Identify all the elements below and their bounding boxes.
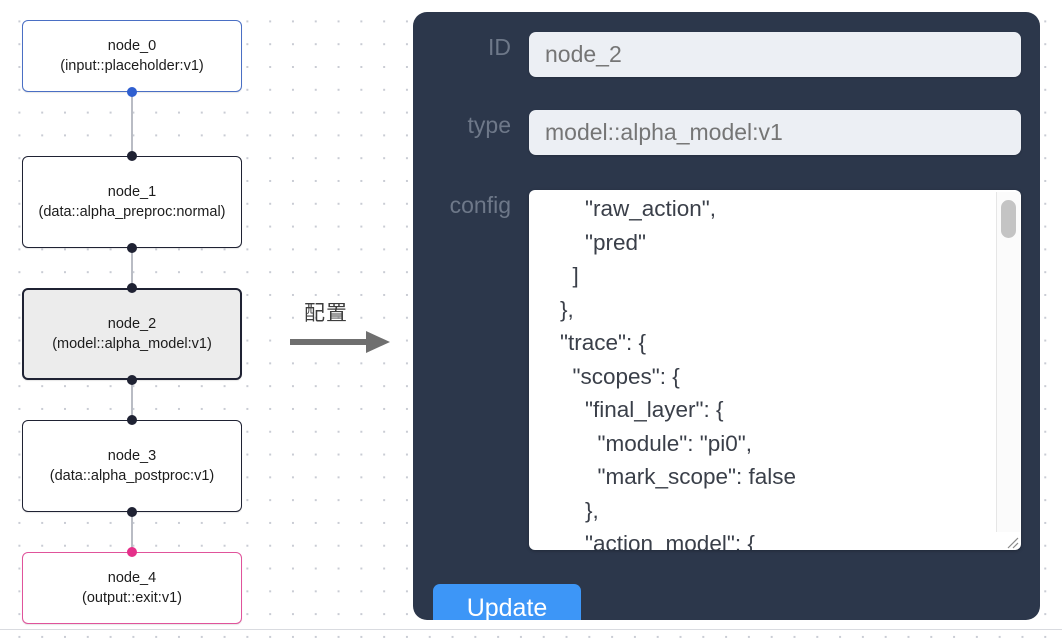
node-label: node_2 (model::alpha_model:v1) <box>52 316 212 352</box>
field-row-config: config <box>425 190 1035 550</box>
node-label: node_0 (input::placeholder:v1) <box>60 38 204 74</box>
graph-node-node_4[interactable]: node_4 (output::exit:v1) <box>22 552 242 624</box>
update-button[interactable]: Update <box>433 584 581 620</box>
node-handle-node_3-target[interactable] <box>127 415 137 425</box>
node-config-panel: ID type config Update <box>413 12 1040 620</box>
config-scrollbar-thumb[interactable] <box>1001 200 1016 238</box>
edge-node1-node2 <box>131 244 133 292</box>
annotation-arrow-group: 配置 <box>290 297 395 359</box>
id-input[interactable] <box>529 32 1021 77</box>
graph-node-node_0[interactable]: node_0 (input::placeholder:v1) <box>22 20 242 92</box>
arrow-right-icon <box>290 331 390 353</box>
node-label: node_3 (data::alpha_postproc:v1) <box>49 448 215 484</box>
edge-node2-node3 <box>131 376 133 424</box>
field-row-id: ID <box>425 32 1035 77</box>
config-textarea[interactable] <box>529 190 995 550</box>
node-handle-node_2-source[interactable] <box>127 375 137 385</box>
field-label-id: ID <box>488 34 511 60</box>
node-label: node_1 (data::alpha_preproc:normal) <box>38 184 226 220</box>
config-textarea-wrapper <box>529 190 1021 550</box>
edge-node3-node4 <box>131 508 133 556</box>
field-row-type: type <box>425 110 1035 155</box>
graph-node-node_1[interactable]: node_1 (data::alpha_preproc:normal) <box>22 156 242 248</box>
resize-grip-icon[interactable] <box>1003 533 1019 549</box>
annotation-arrow-label: 配置 <box>304 301 348 325</box>
type-input[interactable] <box>529 110 1021 155</box>
node-handle-node_1-target[interactable] <box>127 151 137 161</box>
node-handle-node_4-target[interactable] <box>127 547 137 557</box>
node-handle-node_2-target[interactable] <box>127 283 137 293</box>
bottom-divider <box>0 629 1062 630</box>
graph-node-node_2[interactable]: node_2 (model::alpha_model:v1) <box>22 288 242 380</box>
node-label: node_4 (output::exit:v1) <box>82 570 182 606</box>
node-handle-node_0-source[interactable] <box>127 87 137 97</box>
field-label-type: type <box>467 112 511 138</box>
edge-node0-node1 <box>131 88 133 160</box>
graph-node-node_3[interactable]: node_3 (data::alpha_postproc:v1) <box>22 420 242 512</box>
config-scrollbar-track[interactable] <box>996 192 1020 532</box>
field-label-config: config <box>449 192 511 218</box>
node-handle-node_3-source[interactable] <box>127 507 137 517</box>
node-handle-node_1-source[interactable] <box>127 243 137 253</box>
